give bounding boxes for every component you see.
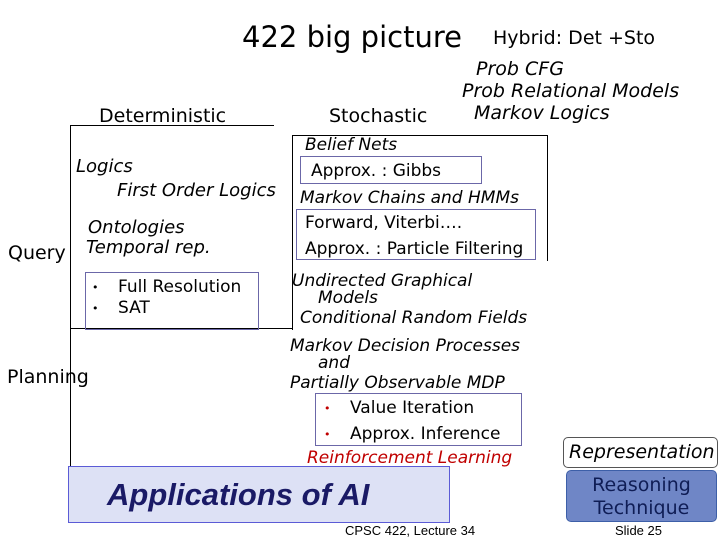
reasoning-technique-badge: Reasoning Technique [566, 470, 717, 522]
hybrid-item-markov-logics: Markov Logics [474, 102, 610, 124]
det-ontologies: Ontologies [88, 217, 185, 238]
sto-and: and [318, 353, 350, 373]
bullet-text: Full Resolution [118, 277, 242, 297]
sto-gibbs: Approx. : Gibbs [311, 161, 442, 181]
bullet-approx-inference: • Approx. Inference [324, 424, 500, 444]
value-iteration-box: • Value Iteration • Approx. Inference [315, 393, 522, 446]
hybrid-item-prob-relational: Prob Relational Models [462, 80, 680, 102]
deterministic-top-rule [70, 125, 274, 126]
sto-mdp: Markov Decision Processes [290, 336, 521, 356]
bullet-text: Approx. Inference [350, 424, 501, 444]
det-temporal-rep: Temporal rep. [86, 237, 211, 258]
applications-box: Applications of AI [68, 466, 450, 523]
representation-badge: Representation [563, 437, 718, 468]
sto-undirected-graphical: Undirected Graphical [292, 271, 473, 291]
query-planning-divider [70, 328, 293, 329]
det-logics: Logics [76, 156, 133, 177]
planning-label: Planning [7, 366, 89, 388]
sto-pomdp: Partially Observable MDP [290, 373, 505, 393]
sto-reinforcement-learning: Reinforcement Learning [307, 448, 513, 468]
sto-forward-viterbi: Forward, Viterbi…. [305, 213, 463, 233]
bullet-full-resolution: • Full Resolution [92, 277, 241, 297]
reasoning-label: Reasoning [592, 474, 691, 496]
bullet-dot: • [324, 427, 331, 441]
resolution-sat-box: • Full Resolution • SAT [85, 272, 259, 330]
sto-markov-chains: Markov Chains and HMMs [300, 188, 519, 208]
bullet-text: Value Iteration [350, 398, 475, 418]
center-vertical-rule [292, 135, 293, 330]
slide-number: Slide 25 [615, 523, 662, 538]
bullet-dot: • [92, 280, 99, 294]
sto-belief-nets: Belief Nets [305, 135, 398, 155]
hybrid-heading: Hybrid: Det +Sto [493, 27, 656, 49]
bullet-dot: • [324, 401, 331, 415]
footer-lecture: CPSC 422, Lecture 34 [345, 523, 476, 538]
slide-title: 422 big picture [242, 20, 462, 54]
sto-crf: Conditional Random Fields [300, 308, 528, 328]
applications-label: Applications of AI [107, 477, 370, 512]
hybrid-item-prob-cfg: Prob CFG [476, 58, 564, 80]
stochastic-top-rule [292, 135, 548, 136]
bullet-value-iteration: • Value Iteration [324, 398, 474, 418]
bullet-sat: • SAT [92, 298, 150, 318]
representation-label: Representation [569, 441, 715, 463]
sto-models: Models [318, 288, 378, 308]
bullet-text: SAT [118, 298, 150, 318]
gibbs-box: Approx. : Gibbs [300, 156, 482, 184]
left-vertical-rule [70, 125, 71, 470]
det-first-order-logics: First Order Logics [117, 180, 276, 201]
deterministic-heading: Deterministic [99, 105, 227, 127]
bullet-dot: • [92, 301, 99, 315]
query-label: Query [8, 242, 66, 264]
stochastic-heading: Stochastic [329, 105, 428, 127]
technique-label: Technique [593, 497, 690, 519]
sto-particle-filtering: Approx. : Particle Filtering [305, 239, 524, 259]
stochastic-right-rule [547, 135, 548, 261]
filtering-box: Forward, Viterbi…. Approx. : Particle Fi… [296, 209, 536, 260]
